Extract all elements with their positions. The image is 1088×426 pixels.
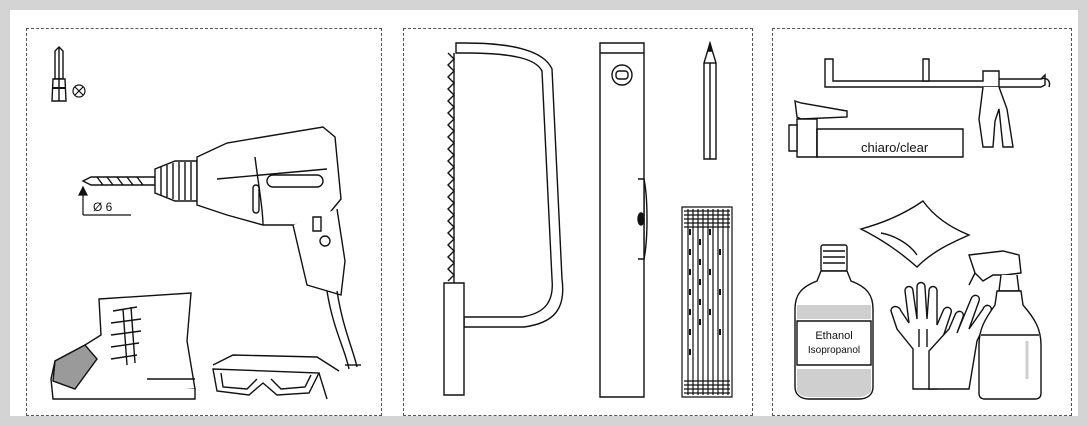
pencil-icon: [704, 43, 716, 159]
spirit-level-icon: [600, 43, 647, 397]
instruction-sheet: Ø 6: [10, 10, 1078, 416]
panel-tools: Ø 6: [26, 28, 382, 416]
caulking-gun-icon: [825, 59, 1050, 147]
drill-size-callout: [79, 187, 131, 215]
phillips-head-icon: [73, 85, 85, 97]
drill-bit-size-label: Ø 6: [93, 200, 113, 214]
sealant-cartridge-icon: [789, 101, 963, 157]
panel-sealant: chiaro/clear Ethanol Isopropanol: [772, 28, 1072, 416]
safety-glasses-icon: [213, 355, 339, 399]
panel-tools-art: Ø 6: [27, 29, 383, 417]
bottle-label-isopropanol: Isopropanol: [808, 345, 860, 356]
drill-icon: [83, 127, 361, 369]
screwdriver-bit-icon: [52, 47, 66, 101]
cleaning-cloth-icon: [861, 201, 969, 267]
bottle-label-ethanol: Ethanol: [815, 330, 852, 342]
safety-boot-icon: [51, 293, 195, 399]
panel-measure-art: [404, 29, 754, 417]
panel-sealant-art: chiaro/clear Ethanol Isopropanol: [773, 29, 1073, 417]
hacksaw-icon: [444, 43, 563, 395]
cartridge-label: chiaro/clear: [861, 140, 929, 155]
folding-ruler-icon: [682, 207, 732, 397]
spray-bottle-icon: [969, 251, 1041, 399]
ethanol-bottle-icon: [795, 245, 873, 399]
gloves-icon: [891, 283, 991, 390]
panel-measure: [403, 28, 753, 416]
